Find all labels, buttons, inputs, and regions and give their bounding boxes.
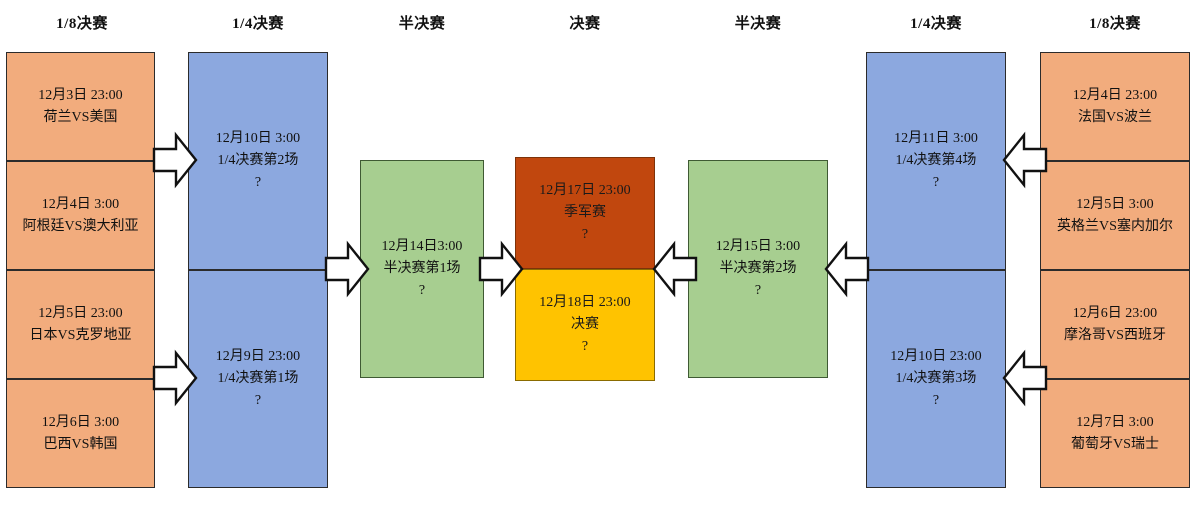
match-teams: 1/4决赛第1场 [217, 371, 299, 387]
match-left-r16-1[interactable]: 12月3日 23:00 荷兰VS美国 [6, 52, 155, 161]
match-result: ? [932, 174, 940, 190]
match-teams: 决赛 [571, 317, 599, 333]
arrow-left-to-right-sf [824, 240, 870, 298]
match-date: 12月10日 23:00 [890, 349, 982, 365]
match-date: 12月17日 23:00 [539, 183, 631, 199]
match-result: ? [418, 282, 426, 298]
match-date: 12月3日 23:00 [38, 87, 123, 103]
match-right-r16-1[interactable]: 12月4日 23:00 法国VS波兰 [1040, 52, 1190, 161]
match-date: 12月18日 23:00 [539, 295, 631, 311]
column-header-right-qf: 1/4决赛 [910, 16, 962, 32]
match-result: ? [254, 174, 262, 190]
match-date: 12月10日 3:00 [215, 131, 301, 147]
match-third-place[interactable]: 12月17日 23:00 季军赛 ? [515, 157, 655, 269]
column-header-final: 决赛 [569, 16, 601, 32]
column-header-left-sf: 半决赛 [398, 16, 446, 32]
column-header-left-r16: 1/8决赛 [56, 16, 108, 32]
match-result: ? [581, 338, 589, 354]
match-result: ? [932, 392, 940, 408]
match-teams: 葡萄牙VS瑞士 [1071, 436, 1159, 452]
match-left-qf-2[interactable]: 12月10日 3:00 1/4决赛第2场 ? [188, 52, 328, 270]
arrow-left-to-right-qf-bottom [1002, 349, 1048, 407]
match-date: 12月6日 3:00 [41, 414, 120, 430]
match-date: 12月4日 23:00 [1072, 87, 1158, 103]
match-date: 12月14日3:00 [381, 239, 463, 255]
arrow-left-to-right-qf-top [1002, 131, 1048, 189]
match-teams: 半决赛第1场 [383, 261, 461, 277]
match-date: 12月15日 3:00 [715, 239, 801, 255]
column-header-right-sf: 半决赛 [734, 16, 782, 32]
match-teams: 摩洛哥VS西班牙 [1064, 327, 1166, 343]
match-result: ? [254, 392, 262, 408]
match-teams: 巴西VS韩国 [43, 436, 118, 452]
match-left-r16-4[interactable]: 12月6日 3:00 巴西VS韩国 [6, 379, 155, 488]
match-right-qf-4[interactable]: 12月11日 3:00 1/4决赛第4场 ? [866, 52, 1006, 270]
match-left-sf-1[interactable]: 12月14日3:00 半决赛第1场 ? [360, 160, 484, 378]
match-right-r16-4[interactable]: 12月7日 3:00 葡萄牙VS瑞士 [1040, 379, 1190, 488]
arrow-right-to-final [478, 240, 524, 298]
match-teams: 荷兰VS美国 [43, 109, 118, 125]
match-right-r16-2[interactable]: 12月5日 3:00 英格兰VS塞内加尔 [1040, 161, 1190, 270]
match-date: 12月4日 3:00 [41, 196, 120, 212]
match-teams: 日本VS克罗地亚 [29, 327, 132, 343]
match-teams: 1/4决赛第2场 [217, 153, 299, 169]
match-left-r16-3[interactable]: 12月5日 23:00 日本VS克罗地亚 [6, 270, 155, 379]
arrow-right-to-left-qf-bottom [152, 349, 198, 407]
match-final[interactable]: 12月18日 23:00 决赛 ? [515, 269, 655, 381]
match-right-r16-3[interactable]: 12月6日 23:00 摩洛哥VS西班牙 [1040, 270, 1190, 379]
match-date: 12月6日 23:00 [1072, 305, 1158, 321]
match-left-r16-2[interactable]: 12月4日 3:00 阿根廷VS澳大利亚 [6, 161, 155, 270]
match-date: 12月5日 23:00 [38, 305, 123, 321]
match-left-qf-1[interactable]: 12月9日 23:00 1/4决赛第1场 ? [188, 270, 328, 488]
arrow-left-to-final [652, 240, 698, 298]
match-right-qf-3[interactable]: 12月10日 23:00 1/4决赛第3场 ? [866, 270, 1006, 488]
match-date: 12月7日 3:00 [1076, 414, 1154, 430]
column-header-left-qf: 1/4决赛 [232, 16, 284, 32]
match-right-sf-2[interactable]: 12月15日 3:00 半决赛第2场 ? [688, 160, 828, 378]
match-teams: 英格兰VS塞内加尔 [1057, 218, 1173, 234]
match-teams: 半决赛第2场 [719, 261, 797, 277]
match-date: 12月11日 3:00 [894, 131, 978, 147]
match-date: 12月5日 3:00 [1076, 196, 1154, 212]
match-teams: 阿根廷VS澳大利亚 [22, 218, 139, 234]
match-date: 12月9日 23:00 [215, 349, 301, 365]
match-teams: 法国VS波兰 [1078, 109, 1152, 125]
match-teams: 1/4决赛第3场 [895, 371, 977, 387]
arrow-right-to-left-qf-top [152, 131, 198, 189]
match-result: ? [581, 226, 589, 242]
match-teams: 1/4决赛第4场 [895, 153, 977, 169]
match-teams: 季军赛 [564, 205, 606, 221]
column-header-right-r16: 1/8决赛 [1089, 16, 1141, 32]
match-result: ? [754, 282, 762, 298]
arrow-right-to-left-sf [324, 240, 370, 298]
